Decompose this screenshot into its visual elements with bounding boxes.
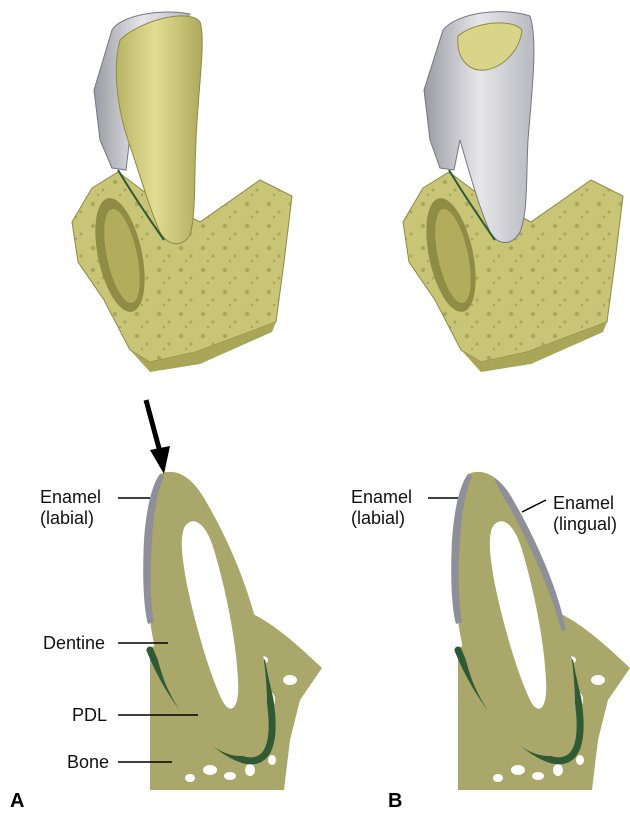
model-3d-a [72, 12, 292, 372]
model-3d-b [403, 12, 623, 372]
label-dentine: Dentine [43, 633, 105, 654]
label-enamel-labial-b: Enamel (labial) [351, 487, 412, 529]
label-enamel-lingual-b: Enamel (lingual) [553, 493, 617, 535]
label-pdl: PDL [72, 705, 107, 726]
label-enamel-labial-a: Enamel (labial) [40, 487, 101, 529]
panel-label-b: B [388, 790, 402, 813]
panel-label-a: A [10, 790, 24, 813]
label-bone: Bone [67, 752, 109, 773]
arrow-shaft [146, 400, 160, 452]
leader-enamel-lingual-b [522, 500, 546, 512]
arrow-head [150, 446, 170, 474]
section-2d-a [118, 400, 322, 790]
